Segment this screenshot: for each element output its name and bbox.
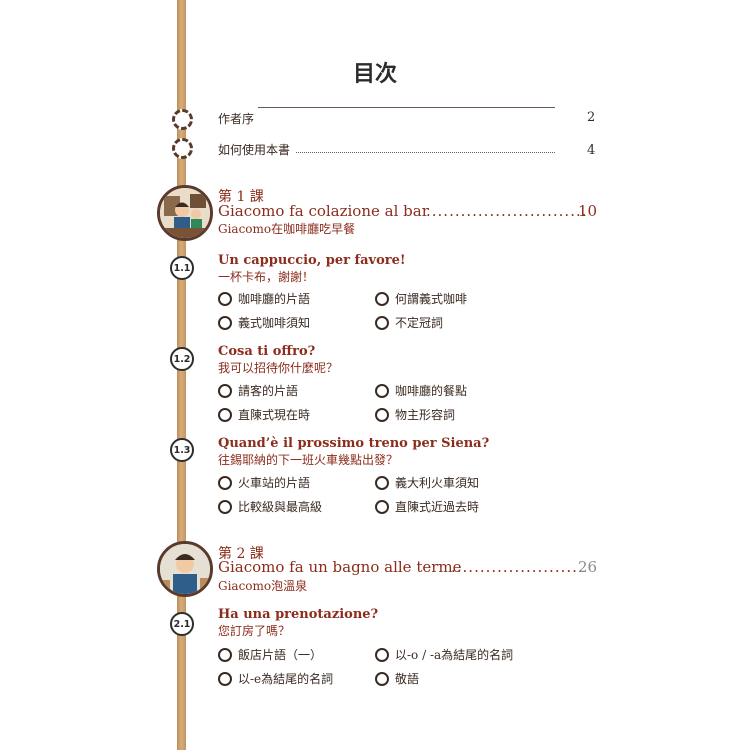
- topic-item: 咖啡廳的片語: [218, 290, 310, 307]
- lesson-illustration-icon: [157, 541, 213, 597]
- section-title: Quand’è il prossimo treno per Siena?: [218, 436, 490, 451]
- circle-bullet-icon: [218, 499, 232, 514]
- section-subtitle-zh: 您訂房了嗎？: [218, 624, 291, 638]
- topic-item: 直陳式現在時: [218, 406, 310, 423]
- topic-item: 比較級與最高級: [218, 498, 322, 515]
- lesson-number: 第 2 課: [218, 546, 264, 562]
- lesson-subtitle-zh: Giacomo泡溫泉: [218, 579, 308, 593]
- topic-item: 以-o / -a為結尾的名詞: [375, 646, 513, 663]
- preface-leader: [296, 152, 555, 153]
- section-subtitle-zh: 往錫耶納的下一班火車幾點出發？: [218, 453, 399, 467]
- circle-bullet-icon: [375, 383, 389, 398]
- section-title: Un cappuccio, per favore!: [218, 253, 406, 268]
- circle-bullet-icon: [218, 671, 232, 686]
- topic-item: 敬語: [375, 670, 419, 687]
- page-title: 目次: [352, 62, 397, 87]
- preface-page: 2: [587, 110, 596, 125]
- section-badge: 1.3: [170, 438, 194, 462]
- lesson-subtitle-zh: Giacomo在咖啡廳吃早餐: [218, 222, 356, 236]
- topic-item: 物主形容詞: [375, 406, 455, 423]
- topic-item: 何謂義式咖啡: [375, 290, 467, 307]
- timeline-bar: [177, 0, 186, 750]
- spa-scene-icon: [160, 544, 210, 594]
- lesson-title: Giacomo fa un bagno alle terme: [218, 558, 462, 576]
- section-title: Ha una prenotazione?: [218, 607, 379, 622]
- lesson-page: 10: [578, 202, 598, 220]
- preface-label: 如何使用本書: [218, 143, 291, 157]
- topic-item: 不定冠詞: [375, 314, 443, 331]
- circle-bullet-icon: [218, 291, 232, 306]
- cafe-scene-icon: [160, 188, 210, 238]
- circle-bullet-icon: [218, 407, 232, 422]
- circle-bullet-icon: [218, 383, 232, 398]
- topic-item: 咖啡廳的餐點: [375, 382, 467, 399]
- circle-bullet-icon: [375, 291, 389, 306]
- section-subtitle-zh: 一杯卡布，謝謝！: [218, 270, 315, 284]
- topic-item: 以-e為結尾的名詞: [218, 670, 333, 687]
- circle-bullet-icon: [218, 647, 232, 662]
- preface-page: 4: [587, 143, 596, 158]
- topic-item: 義式咖啡須知: [218, 314, 310, 331]
- section-title: Cosa ti offro?: [218, 344, 316, 359]
- circle-bullet-icon: [375, 475, 389, 490]
- section-badge: 1.1: [170, 256, 194, 280]
- topic-item: 義大利火車須知: [375, 474, 479, 491]
- lesson-number: 第 1 課: [218, 189, 264, 205]
- lesson-title: Giacomo fa colazione al bar: [218, 202, 429, 220]
- section-subtitle-zh: 我可以招待你什麼呢？: [218, 361, 339, 375]
- circle-bullet-icon: [375, 315, 389, 330]
- topic-item: 飯店片語（一）: [218, 646, 322, 663]
- preface-label: 作者序: [218, 112, 255, 126]
- lesson-leader: ............................: [426, 202, 588, 220]
- section-badge: 1.2: [170, 347, 194, 371]
- ring-marker-icon: [172, 109, 193, 130]
- lesson-illustration-icon: [157, 185, 213, 241]
- circle-bullet-icon: [218, 315, 232, 330]
- circle-bullet-icon: [375, 671, 389, 686]
- section-badge: 2.1: [170, 612, 194, 636]
- circle-bullet-icon: [218, 475, 232, 490]
- lesson-page: 26: [578, 558, 598, 576]
- topic-item: 請客的片語: [218, 382, 298, 399]
- circle-bullet-icon: [375, 407, 389, 422]
- ring-marker-icon: [172, 138, 193, 159]
- preface-rule: [258, 107, 555, 108]
- topic-item: 直陳式近過去時: [375, 498, 479, 515]
- topic-item: 火車站的片語: [218, 474, 310, 491]
- circle-bullet-icon: [375, 499, 389, 514]
- lesson-leader: .......................: [451, 558, 584, 576]
- circle-bullet-icon: [375, 647, 389, 662]
